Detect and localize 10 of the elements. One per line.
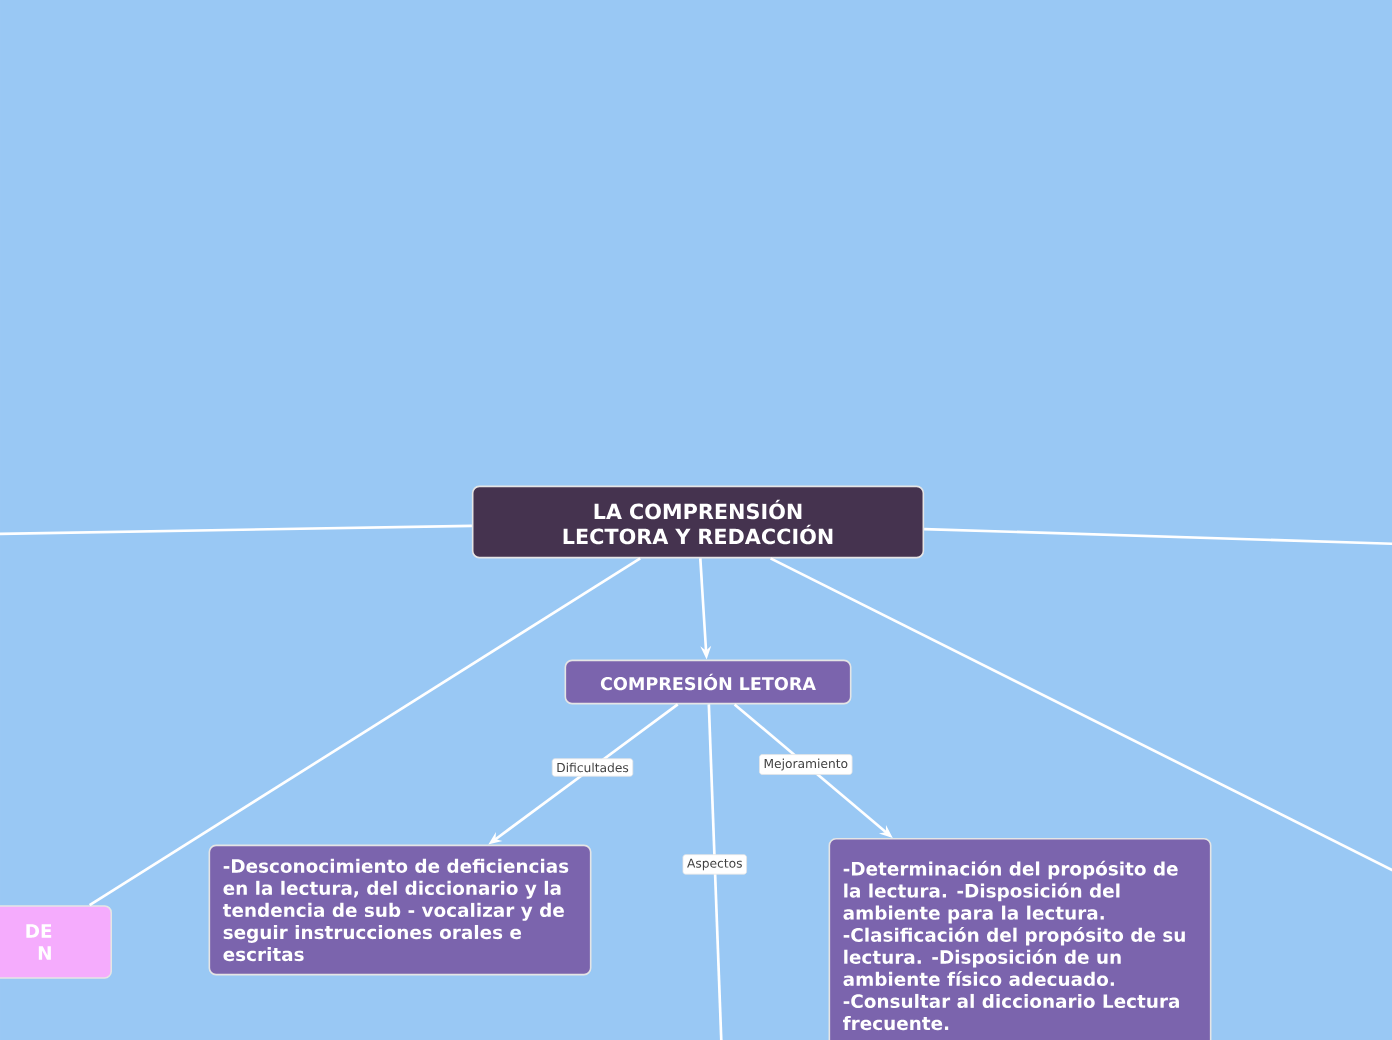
text-box: -Desconocimiento de deficiencias en la lectura, del diccionario y la tendencia de sub - vocalizar y de seguir instrucciones orales e escritas bbox=[208, 844, 592, 976]
connector bbox=[707, 704, 724, 1040]
topic-box: LA COMPRENSIÓN LECTORA Y REDACCIÓN bbox=[471, 485, 925, 559]
text-box: -Determinación del propósito de la lectura. -Disposición del ambiente para la lectura. -Clasificación del propósito de su lectura. -Disposición de un ambiente físico adecuado. -Consultar al diccionario Lectura frecuente. bbox=[828, 838, 1212, 1040]
connector bbox=[924, 527, 1392, 546]
connector bbox=[769, 557, 1392, 876]
topic-box: DE N bbox=[0, 905, 112, 979]
subtopic-box: COMPRESIÓN LETORA bbox=[564, 659, 852, 705]
connector bbox=[88, 557, 641, 907]
connector bbox=[0, 524, 472, 536]
